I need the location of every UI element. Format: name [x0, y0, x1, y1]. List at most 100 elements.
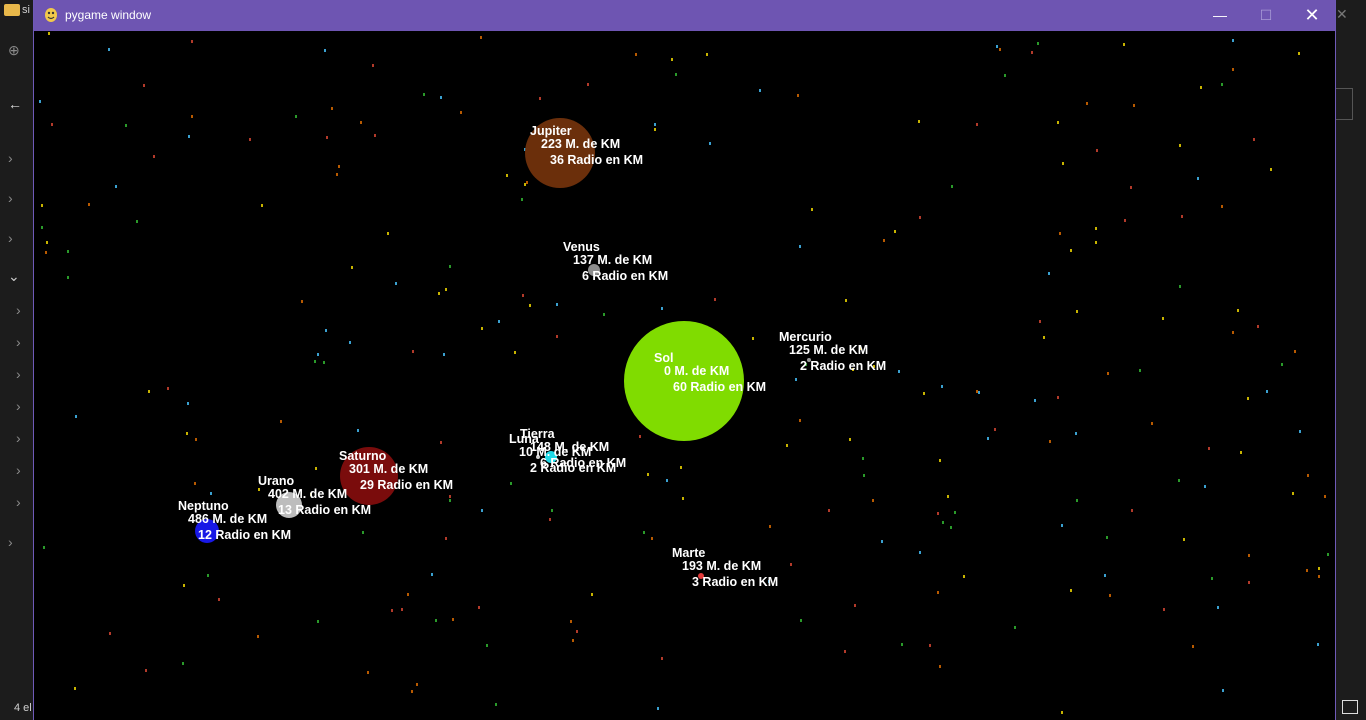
- star: [443, 353, 445, 356]
- star: [480, 36, 482, 39]
- view-toggle-icon[interactable]: [1342, 700, 1358, 714]
- chevron-down-icon[interactable]: ⌄: [8, 268, 20, 284]
- star: [391, 609, 393, 612]
- star: [387, 232, 389, 235]
- urano-name: Urano: [258, 474, 295, 488]
- star: [372, 64, 374, 67]
- star: [805, 363, 807, 366]
- star: [45, 251, 47, 254]
- chevron-right-icon[interactable]: ›: [8, 230, 13, 246]
- marte-name: Marte: [672, 546, 706, 560]
- star: [351, 266, 353, 269]
- star: [74, 687, 76, 690]
- close-button[interactable]: ✕: [1304, 5, 1320, 25]
- star: [894, 230, 896, 233]
- sol-distance: 0 M. de KM: [664, 364, 730, 378]
- mercurio-name: Mercurio: [779, 330, 832, 344]
- chevron-right-icon[interactable]: ›: [16, 430, 21, 446]
- title-bar[interactable]: pygame window — ☐ ✕: [34, 0, 1335, 31]
- saturno-distance: 301 M. de KM: [349, 462, 429, 476]
- urano-distance: 402 M. de KM: [268, 487, 348, 501]
- maximize-button[interactable]: ☐: [1259, 7, 1273, 23]
- star: [1179, 285, 1181, 288]
- star: [1076, 499, 1078, 502]
- python-snake-icon: [45, 8, 57, 22]
- star: [706, 53, 708, 56]
- star: [603, 313, 605, 316]
- star: [1217, 606, 1219, 609]
- chevron-right-icon[interactable]: ›: [16, 302, 21, 318]
- star: [449, 265, 451, 268]
- star: [844, 650, 846, 653]
- star: [88, 203, 90, 206]
- star: [570, 620, 572, 623]
- star: [481, 509, 483, 512]
- star: [1104, 574, 1106, 577]
- luna-radius: 2 Radio en KM: [530, 461, 617, 475]
- star: [1317, 643, 1319, 646]
- star: [1109, 594, 1111, 597]
- background-search-box[interactable]: [1334, 88, 1353, 120]
- back-arrow-icon[interactable]: ←: [8, 96, 22, 112]
- star: [1106, 536, 1108, 539]
- add-icon[interactable]: ⊕: [8, 42, 20, 58]
- star: [923, 392, 925, 395]
- star: [39, 100, 41, 103]
- star: [799, 245, 801, 248]
- star: [324, 49, 326, 52]
- star: [556, 303, 558, 306]
- star: [338, 165, 340, 168]
- star: [362, 531, 364, 534]
- star: [1034, 399, 1036, 402]
- chevron-right-icon[interactable]: ›: [16, 462, 21, 478]
- saturno-radius: 29 Radio en KM: [360, 478, 454, 492]
- star: [153, 155, 155, 158]
- star: [1248, 554, 1250, 557]
- star: [937, 512, 939, 515]
- star: [1299, 430, 1301, 433]
- star: [195, 438, 197, 441]
- star: [48, 32, 50, 35]
- star: [1247, 397, 1249, 400]
- star: [186, 432, 188, 435]
- star: [148, 390, 150, 393]
- star: [862, 457, 864, 460]
- star: [194, 482, 196, 485]
- star: [976, 123, 978, 126]
- star: [452, 618, 454, 621]
- window-title: pygame window: [65, 8, 152, 22]
- luna-distance: 10 M. de KM: [519, 445, 592, 459]
- chevron-right-icon[interactable]: ›: [16, 398, 21, 414]
- chevron-right-icon[interactable]: ›: [16, 366, 21, 382]
- close-icon[interactable]: ✕: [1336, 6, 1348, 22]
- star: [145, 669, 147, 672]
- star: [125, 124, 127, 127]
- star: [1070, 249, 1072, 252]
- star: [136, 220, 138, 223]
- star: [374, 134, 376, 137]
- chevron-right-icon[interactable]: ›: [8, 150, 13, 166]
- chevron-right-icon[interactable]: ›: [16, 334, 21, 350]
- chevron-right-icon[interactable]: ›: [16, 494, 21, 510]
- star: [41, 204, 43, 207]
- star: [999, 48, 1001, 51]
- star: [1061, 524, 1063, 527]
- star: [183, 584, 185, 587]
- star: [714, 298, 716, 301]
- marte-distance: 193 M. de KM: [682, 559, 762, 573]
- star: [1139, 369, 1141, 372]
- star: [506, 174, 508, 177]
- minimize-button[interactable]: —: [1213, 7, 1227, 23]
- planet-tierra: [545, 451, 557, 463]
- saturno-name: Saturno: [339, 449, 387, 463]
- star: [1318, 575, 1320, 578]
- star: [143, 84, 145, 87]
- star: [901, 643, 903, 646]
- solar-system-canvas[interactable]: Jupiter 223 M. de KM 36 Radio en KM Venu…: [34, 31, 1335, 720]
- chevron-right-icon[interactable]: ›: [8, 190, 13, 206]
- star: [873, 365, 875, 368]
- star: [661, 657, 663, 660]
- sun: [624, 321, 744, 441]
- chevron-right-icon[interactable]: ›: [8, 534, 13, 550]
- star: [1179, 144, 1181, 147]
